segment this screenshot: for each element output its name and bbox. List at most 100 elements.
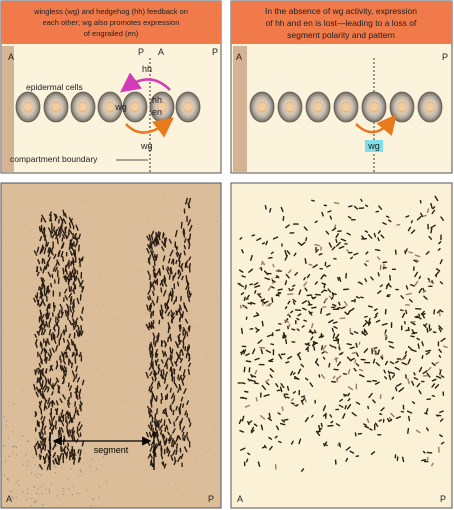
denticle — [49, 211, 52, 217]
denticle — [168, 258, 171, 264]
denticle — [156, 429, 159, 437]
texture-dot — [117, 296, 119, 298]
denticle — [64, 309, 68, 317]
denticle — [380, 407, 385, 412]
denticle — [37, 259, 41, 265]
texture-dot — [117, 190, 119, 192]
denticle — [68, 222, 72, 229]
texture-dot — [159, 500, 161, 502]
denticle — [372, 399, 376, 404]
denticle — [333, 345, 337, 349]
texture-dot — [30, 472, 33, 474]
texture-dot — [28, 462, 29, 464]
texture-dot — [163, 380, 165, 381]
denticle — [70, 246, 75, 252]
denticle — [72, 286, 76, 292]
denticle — [183, 434, 186, 442]
denticle — [336, 241, 341, 247]
denticle — [162, 232, 165, 237]
texture-dot — [30, 429, 32, 431]
texture-dot — [17, 280, 19, 282]
denticle — [287, 269, 292, 274]
texture-dot — [56, 495, 58, 497]
texture-dot — [120, 472, 122, 474]
texture-dot — [141, 489, 142, 491]
denticle — [70, 434, 74, 441]
denticle — [400, 410, 405, 413]
texture-dot — [31, 498, 33, 500]
denticle — [380, 234, 385, 239]
denticle — [323, 441, 328, 447]
denticle — [438, 348, 442, 353]
texture-dot — [144, 459, 146, 461]
denticle — [178, 324, 181, 332]
denticle — [270, 343, 275, 346]
texture-dot — [6, 441, 7, 442]
denticle — [243, 366, 246, 373]
texture-dot — [134, 243, 136, 245]
texture-dot — [26, 493, 28, 495]
texture-dot — [212, 451, 214, 453]
denticle — [148, 274, 151, 281]
denticle — [182, 403, 185, 408]
texture-dot — [80, 470, 82, 472]
denticle — [241, 382, 246, 385]
denticle — [374, 315, 378, 319]
texture-dot — [74, 230, 76, 231]
denticle — [238, 419, 242, 424]
denticle — [47, 397, 51, 405]
denticle — [408, 251, 413, 254]
denticle — [260, 298, 266, 302]
denticle — [432, 206, 436, 210]
denticle — [266, 382, 270, 386]
denticle — [346, 404, 352, 410]
denticle — [152, 365, 155, 370]
denticle — [268, 412, 271, 419]
texture-dot — [15, 454, 18, 456]
texture-dot — [57, 344, 59, 346]
denticle — [54, 424, 57, 430]
denticle — [52, 424, 55, 430]
denticle — [42, 394, 47, 402]
texture-dot — [11, 465, 13, 467]
denticle — [39, 455, 42, 461]
texture-dot — [139, 310, 141, 312]
denticle — [65, 425, 69, 433]
texture-dot — [214, 464, 216, 466]
denticle — [330, 420, 334, 424]
denticle — [244, 284, 247, 290]
texture-dot — [40, 474, 42, 476]
texture-dot — [49, 470, 51, 472]
texture-dot — [68, 338, 70, 340]
denticle — [188, 197, 192, 204]
texture-dot — [8, 401, 10, 403]
denticle — [261, 260, 264, 266]
texture-dot — [8, 465, 9, 467]
texture-dot — [121, 291, 123, 293]
denticle — [337, 276, 340, 281]
denticle — [405, 215, 410, 218]
denticle — [340, 238, 347, 242]
denticle — [292, 298, 297, 303]
denticle — [264, 444, 267, 449]
denticle — [149, 371, 153, 376]
texture-dot — [71, 426, 73, 427]
denticle — [241, 275, 246, 278]
denticle — [167, 434, 172, 442]
texture-dot — [79, 475, 81, 477]
denticle — [171, 287, 174, 294]
texture-dot — [27, 464, 29, 466]
denticle — [246, 294, 250, 300]
denticle — [160, 287, 163, 293]
denticle — [311, 323, 314, 329]
texture-dot — [128, 270, 130, 272]
denticle — [354, 432, 357, 437]
denticle — [42, 267, 45, 274]
texture-dot — [140, 445, 142, 447]
denticle — [71, 352, 74, 358]
texture-dot — [167, 298, 169, 300]
denticle — [259, 346, 266, 349]
denticle — [405, 309, 408, 315]
denticle — [61, 255, 65, 262]
denticle — [175, 252, 179, 258]
